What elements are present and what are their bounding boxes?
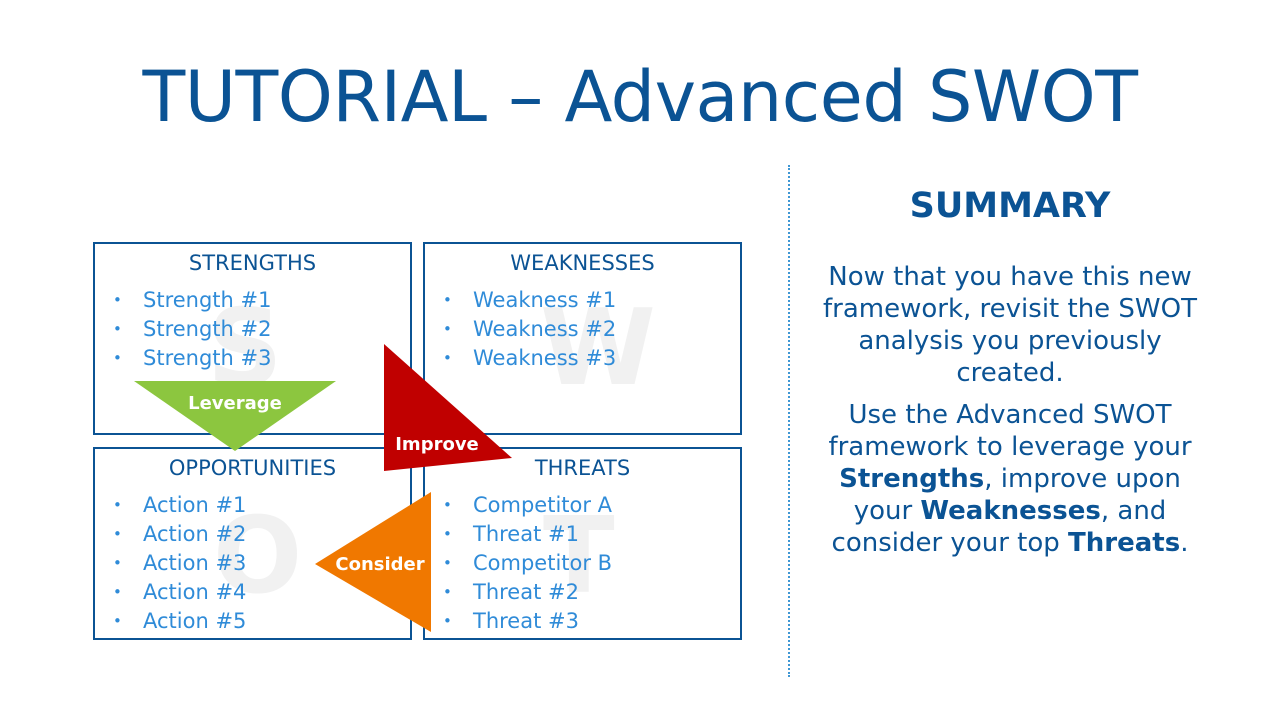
strengths-list: •Strength #1 •Strength #2 •Strength #3 (113, 286, 271, 373)
list-item: •Strength #1 (113, 288, 272, 312)
list-item: •Action #5 (113, 609, 247, 633)
list-item: •Competitor A (443, 493, 613, 517)
opportunities-list: •Action #1 •Action #2 •Action #3 •Action… (113, 491, 246, 636)
list-item: •Threat #3 (443, 609, 579, 633)
page-title: TUTORIAL – Advanced SWOT (142, 56, 1138, 138)
list-item: •Action #2 (113, 522, 247, 546)
list-item: •Weakness #1 (443, 288, 617, 312)
opportunities-box: O OPPORTUNITIES •Action #1 •Action #2 •A… (93, 447, 412, 640)
strengths-header: STRENGTHS (188, 251, 317, 275)
threats-box: T THREATS •Competitor A •Threat #1 •Comp… (423, 447, 742, 640)
list-item: •Weakness #3 (443, 346, 617, 370)
list-item: •Threat #2 (443, 580, 579, 604)
strengths-box: S STRENGTHS •Strength #1 •Strength #2 •S… (93, 242, 412, 435)
list-item: •Competitor B (443, 551, 613, 575)
threats-list: •Competitor A •Threat #1 •Competitor B •… (443, 491, 612, 636)
list-item: •Action #3 (113, 551, 247, 575)
strengths-emphasis: Strengths (839, 464, 985, 494)
opportunities-header: OPPORTUNITIES (168, 456, 337, 480)
weaknesses-header: WEAKNESSES (510, 251, 655, 275)
list-item: •Threat #1 (443, 522, 579, 546)
weaknesses-box: W WEAKNESSES •Weakness #1 •Weakness #2 •… (423, 242, 742, 435)
list-item: •Weakness #2 (443, 317, 617, 341)
list-item: •Action #4 (113, 580, 247, 604)
summary-text: Now that you have this new framework, re… (815, 261, 1205, 569)
summary-title: SUMMARY (909, 186, 1111, 226)
threats-watermark: T (543, 495, 615, 617)
weaknesses-watermark: W (540, 287, 656, 409)
weaknesses-list: •Weakness #1 •Weakness #2 •Weakness #3 (443, 286, 616, 373)
list-item: •Action #1 (113, 493, 247, 517)
threats-header: THREATS (534, 456, 631, 480)
list-item: •Strength #3 (113, 346, 272, 370)
vertical-divider (788, 165, 790, 677)
summary-paragraph-2: Use the Advanced SWOT framework to lever… (828, 400, 1192, 558)
weaknesses-emphasis: Weaknesses (920, 496, 1101, 526)
summary-paragraph-1: Now that you have this new framework, re… (823, 262, 1197, 388)
threats-emphasis: Threats (1068, 528, 1181, 558)
list-item: •Strength #2 (113, 317, 272, 341)
opportunities-watermark: O (213, 495, 303, 617)
